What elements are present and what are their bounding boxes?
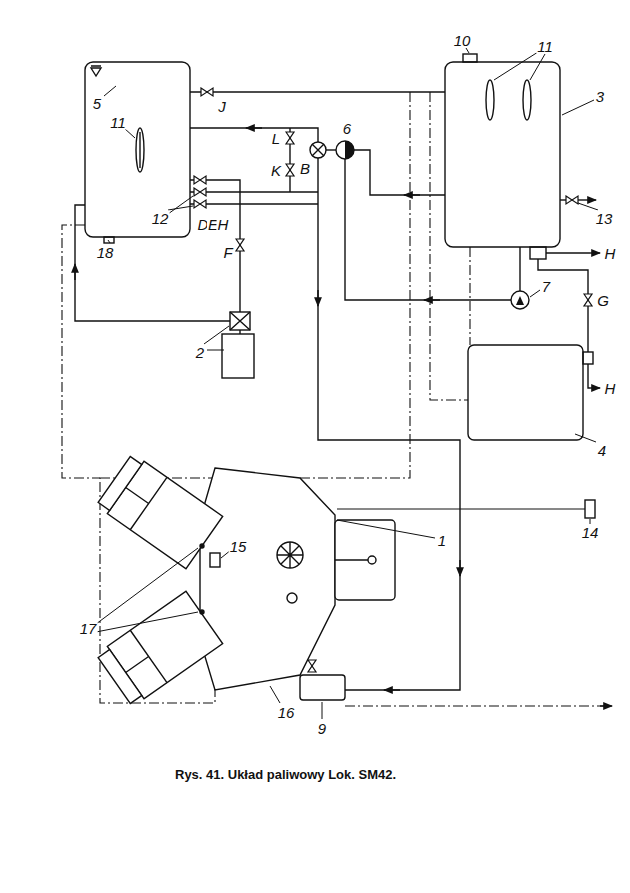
callout-number: 1 <box>437 533 447 548</box>
callout-number: 6 <box>342 121 352 136</box>
valve-letter: H <box>604 246 617 261</box>
callout-number: 16 <box>277 705 296 720</box>
valve-letter: L <box>271 131 281 146</box>
callout-number: 9 <box>317 721 327 736</box>
callout-number: 15 <box>229 539 248 554</box>
callout-number: 17 <box>79 621 98 636</box>
callout-number: 4 <box>597 443 607 458</box>
valve-letter: K <box>270 163 282 178</box>
valve-letter: H <box>217 217 230 232</box>
day-tank <box>85 62 190 237</box>
callout-number: 3 <box>595 89 605 104</box>
valve-letter: J <box>217 99 227 114</box>
callout-number: 7 <box>541 279 551 294</box>
callout-number: 2 <box>195 345 205 360</box>
main-tank <box>445 62 560 247</box>
valve-letter: H <box>604 381 617 396</box>
callout-number: 14 <box>581 525 600 540</box>
valve-letter: B <box>299 161 311 176</box>
diesel-engine <box>96 453 395 707</box>
callout-number: 11 <box>536 39 554 54</box>
callout-number: 12 <box>151 211 170 226</box>
valve-letter: G <box>596 293 610 308</box>
figure-caption: Rys. 41. Układ paliwowy Lok. SM42. <box>175 768 396 782</box>
callout-number: 13 <box>595 211 614 226</box>
callout-number: 5 <box>92 96 102 111</box>
valve-letter: F <box>222 245 233 260</box>
callout-number: 11 <box>109 115 127 130</box>
callout-number: 10 <box>453 33 472 48</box>
aux-tank <box>468 345 583 440</box>
callout-number: 18 <box>96 245 115 260</box>
